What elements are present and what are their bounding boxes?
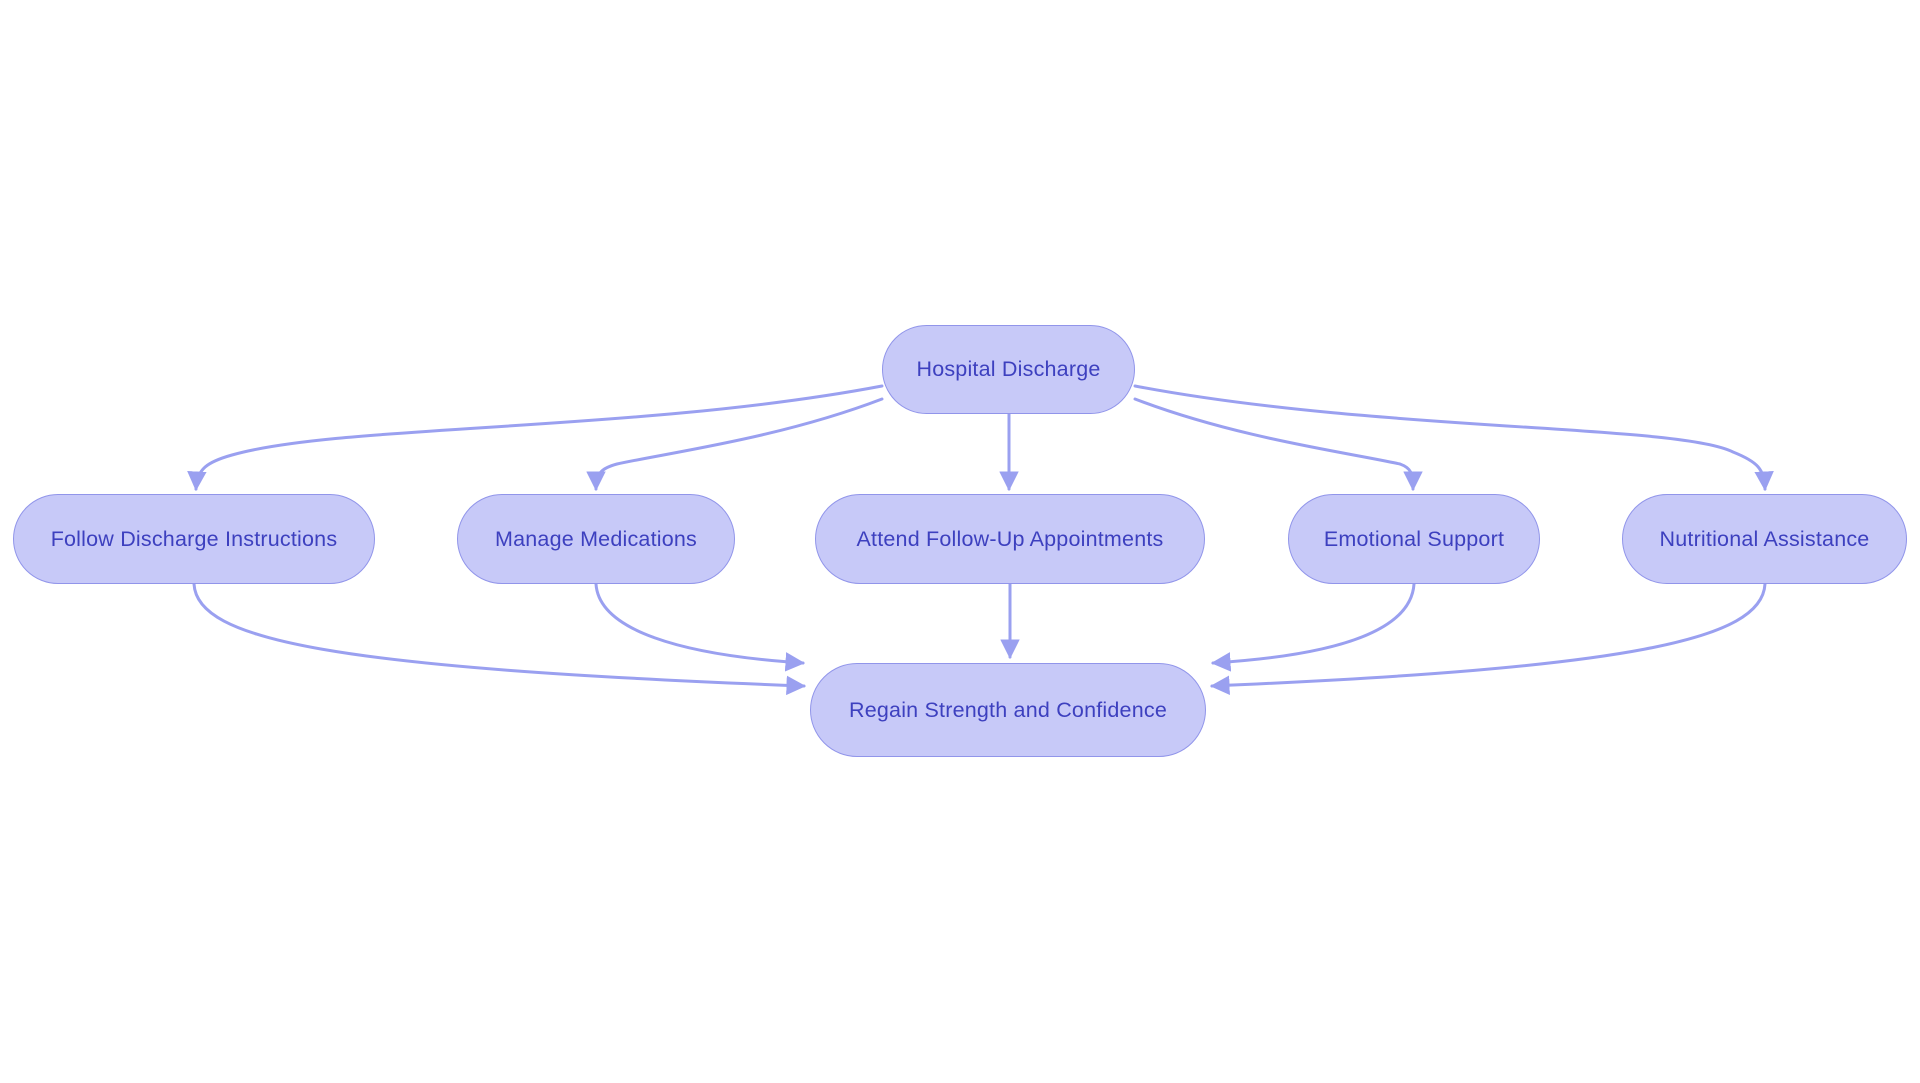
edge-follow-instructions-to-regain bbox=[192, 582, 806, 696]
edge-manage-medications-to-regain bbox=[594, 582, 805, 672]
node-emotional-support: Emotional Support bbox=[1288, 494, 1540, 584]
node-follow-discharge-instructions-label: Follow Discharge Instructions bbox=[50, 526, 338, 551]
node-regain-strength-and-confidence-label: Regain Strength and Confidence bbox=[849, 697, 1167, 722]
edge-hospital-to-manage-medications bbox=[586, 397, 884, 491]
node-regain-strength-and-confidence: Regain Strength and Confidence bbox=[810, 663, 1206, 757]
edge-hospital-to-emotional-support bbox=[1133, 397, 1423, 491]
edge-emotional-support-to-regain bbox=[1211, 582, 1416, 672]
node-hospital-discharge: Hospital Discharge bbox=[882, 325, 1135, 414]
node-manage-medications-label: Manage Medications bbox=[495, 526, 697, 551]
node-attend-followup-appointments-label: Attend Follow-Up Appointments bbox=[856, 526, 1164, 551]
node-follow-discharge-instructions: Follow Discharge Instructions bbox=[13, 494, 375, 584]
node-attend-followup-appointments: Attend Follow-Up Appointments bbox=[815, 494, 1205, 584]
edge-hospital-to-follow-instructions bbox=[187, 384, 884, 491]
edge-nutritional-assistance-to-regain bbox=[1210, 582, 1767, 695]
node-emotional-support-label: Emotional Support bbox=[1323, 526, 1505, 551]
edge-hospital-to-nutritional-assistance bbox=[1133, 384, 1774, 491]
node-nutritional-assistance-label: Nutritional Assistance bbox=[1659, 526, 1870, 551]
node-manage-medications: Manage Medications bbox=[457, 494, 735, 584]
node-nutritional-assistance: Nutritional Assistance bbox=[1622, 494, 1907, 584]
node-hospital-discharge-label: Hospital Discharge bbox=[916, 357, 1101, 381]
